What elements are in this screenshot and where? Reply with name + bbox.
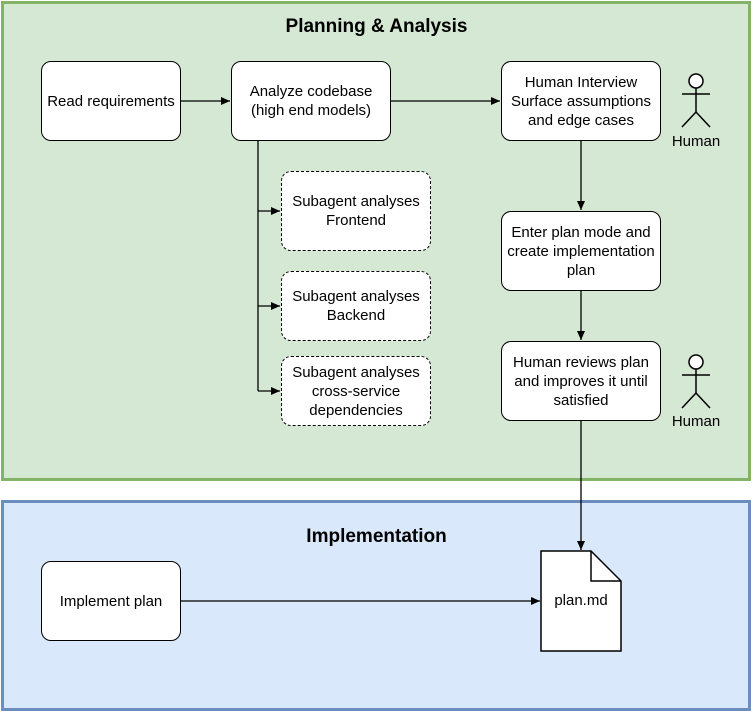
analyze-codebase-node: Analyze codebase (high end models) (231, 61, 391, 141)
document-icon (540, 550, 622, 652)
planning-analysis-title: Planning & Analysis (285, 16, 468, 37)
human-interview-label: Human Interview Surface assumptions and … (510, 73, 652, 129)
read-requirements-node: Read requirements (41, 61, 181, 141)
human-actor-icon (681, 354, 711, 409)
human-review-label: Human reviews plan and improves it until… (513, 353, 649, 409)
implement-plan-label: Implement plan (59, 592, 163, 610)
human-review-node: Human reviews plan and improves it until… (501, 341, 661, 421)
implement-plan-node: Implement plan (41, 561, 181, 641)
subagent-backend-label: Subagent analyses Backend (292, 288, 420, 324)
plan-mode-label: Enter plan mode and create implementatio… (507, 223, 655, 279)
subagent-cross-service-label: Subagent analyses cross-service dependen… (292, 363, 420, 419)
human-actor-label: Human (671, 413, 721, 430)
subagent-cross-service-node: Subagent analyses cross-service dependen… (281, 356, 431, 426)
implementation-title: Implementation (306, 526, 447, 547)
human-interview-node: Human Interview Surface assumptions and … (501, 61, 661, 141)
human-actor-label: Human (671, 133, 721, 150)
human-actor-icon (681, 73, 711, 128)
subagent-backend-node: Subagent analyses Backend (281, 271, 431, 341)
analyze-codebase-label: Analyze codebase (high end models) (249, 83, 373, 119)
plan-mode-node: Enter plan mode and create implementatio… (501, 211, 661, 291)
read-requirements-label: Read requirements (47, 92, 175, 110)
plan-md-label: plan.md (554, 592, 608, 609)
subagent-frontend-node: Subagent analyses Frontend (281, 171, 431, 251)
subagent-frontend-label: Subagent analyses Frontend (292, 193, 420, 229)
